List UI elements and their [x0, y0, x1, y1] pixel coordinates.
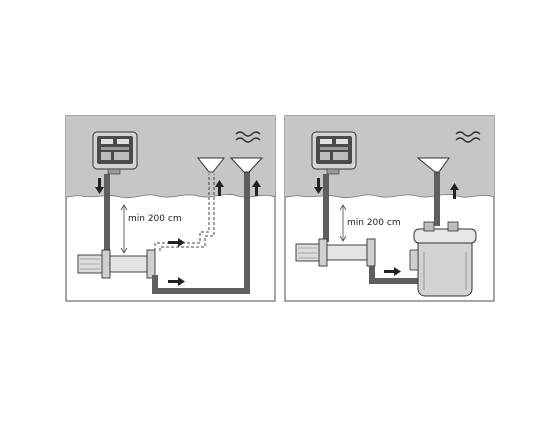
depth-dimension: [120, 204, 128, 254]
heater-unit: [77, 249, 156, 279]
shoreline: [65, 194, 276, 199]
heater-unit: [295, 238, 376, 267]
arrow-icon: [168, 277, 185, 286]
arrow-icon: [215, 180, 224, 196]
supply-pipe: [104, 174, 110, 254]
panel-right: min 200 cm: [284, 115, 495, 302]
wave-icon: [235, 131, 261, 143]
funnel-inlet: [416, 157, 450, 173]
depth-dimension: [339, 204, 347, 242]
arrow-icon: [95, 178, 104, 194]
depth-label: min 200 cm: [347, 218, 401, 228]
panel-left: min 200 cm: [65, 115, 276, 302]
alternate-pipe-outer: [154, 174, 210, 251]
depth-label: min 200 cm: [128, 214, 182, 224]
controller-device: [92, 131, 138, 175]
arrow-icon: [252, 180, 261, 196]
funnel-inlet: [229, 157, 264, 173]
arrow-icon: [450, 183, 459, 199]
funnel-inlet: [196, 157, 226, 173]
supply-pipe: [323, 174, 329, 242]
wave-icon: [455, 131, 481, 143]
outlet-pipe: [369, 266, 420, 284]
shoreline: [284, 194, 495, 199]
arrow-icon: [168, 238, 185, 247]
canister-filter: [409, 221, 477, 297]
arrow-icon: [384, 267, 401, 276]
arrow-icon: [314, 178, 323, 194]
controller-device: [311, 131, 357, 175]
return-pipe: [152, 172, 250, 294]
